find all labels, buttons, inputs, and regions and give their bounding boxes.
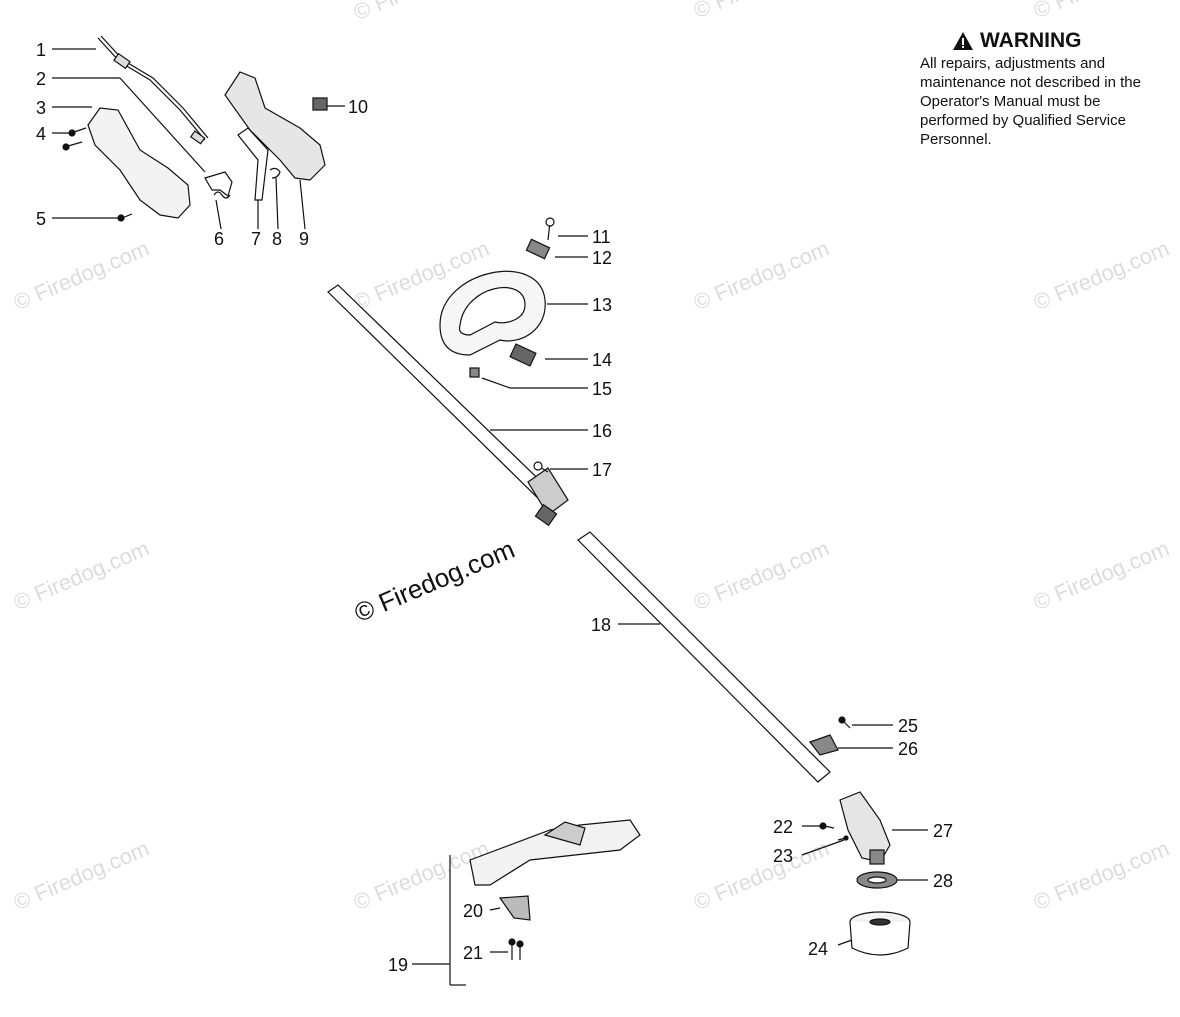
- screw-5: [117, 213, 133, 222]
- warning-text: All repairs, adjustments and maintenance…: [920, 55, 1141, 148]
- throttle-trigger: [204, 171, 233, 198]
- part-label: 6: [214, 229, 224, 249]
- lower-shaft: [577, 531, 831, 783]
- part-label: 5: [36, 209, 46, 229]
- part-label: 24: [808, 939, 828, 959]
- handle-housing-left: [87, 107, 191, 219]
- nut-15: [469, 367, 480, 378]
- bracket-26: [809, 734, 839, 756]
- part-label: 14: [592, 350, 612, 370]
- clamp-14: [509, 343, 537, 367]
- stop-switch: [312, 97, 328, 111]
- part-label: 8: [272, 229, 282, 249]
- part-label: 17: [592, 460, 612, 480]
- part-label: 18: [591, 615, 611, 635]
- part-label: 28: [933, 871, 953, 891]
- part-label: 13: [592, 295, 612, 315]
- warning-box: WARNING All repairs, adjustments and mai…: [920, 30, 1170, 149]
- part-label: 23: [773, 846, 793, 866]
- part-label: 21: [463, 943, 483, 963]
- part-label: 7: [251, 229, 261, 249]
- part-label: 3: [36, 98, 46, 118]
- spring-8: [269, 167, 281, 179]
- warning-triangle-icon: [953, 32, 973, 50]
- part-label: 11: [592, 227, 611, 247]
- part-label: 9: [299, 229, 309, 249]
- part-label: 19: [388, 955, 408, 975]
- upper-shaft: [327, 284, 569, 527]
- screw-4: [62, 141, 83, 151]
- throttle-cable: [97, 35, 209, 145]
- bolt-17: [533, 461, 549, 473]
- warning-heading: WARNING: [952, 30, 1170, 52]
- part-label: 16: [592, 421, 612, 441]
- part-label: 20: [463, 901, 483, 921]
- part-label: 27: [933, 821, 953, 841]
- part-label: 12: [592, 248, 612, 268]
- bolt-11: [545, 217, 555, 241]
- guard-assembly: [469, 819, 641, 886]
- part-label: 10: [348, 97, 368, 117]
- screws-21: [508, 938, 524, 960]
- clamp-12: [525, 238, 551, 260]
- screw-25: [838, 716, 851, 729]
- gear-head: [839, 791, 891, 865]
- part-label: 26: [898, 739, 918, 759]
- cutter-blade-20: [498, 895, 531, 921]
- handle-housing-right: [224, 71, 326, 181]
- warning-title: WARNING: [980, 29, 1082, 52]
- part-label: 22: [773, 817, 793, 837]
- screw-23: [837, 835, 849, 841]
- part-label: 1: [36, 40, 46, 60]
- loop-handle-inner: [458, 287, 526, 336]
- part-label: 2: [36, 69, 46, 89]
- part-label: 25: [898, 716, 918, 736]
- screw-4b: [68, 127, 87, 137]
- part-label: 4: [36, 124, 46, 144]
- trimmer-head: [849, 911, 911, 956]
- part-label: 15: [592, 379, 612, 399]
- screw-22: [819, 822, 835, 830]
- spring-6: [213, 191, 231, 199]
